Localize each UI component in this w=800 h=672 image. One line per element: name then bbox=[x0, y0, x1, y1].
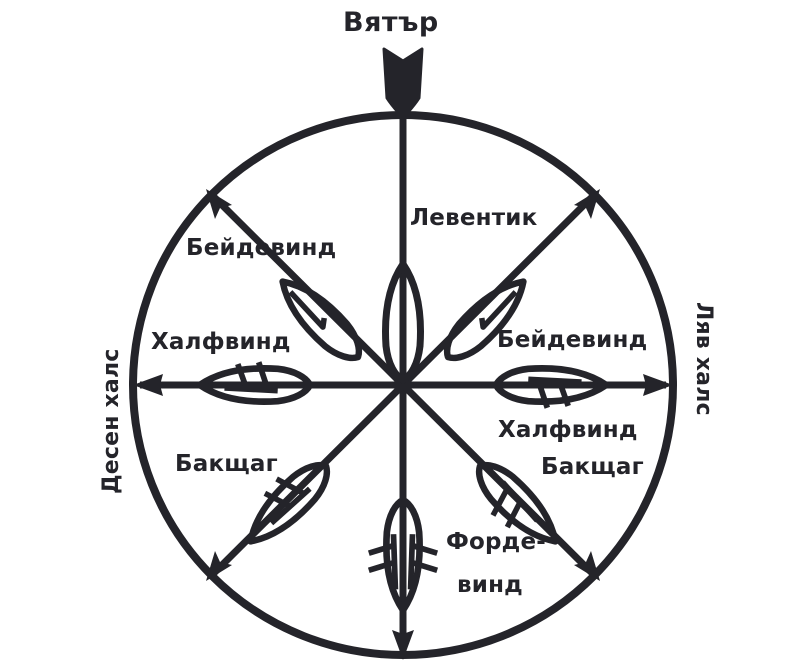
spoke-arrowheads bbox=[133, 189, 673, 660]
spoke-southwest bbox=[210, 382, 406, 577]
boat-broad-reach-left bbox=[232, 448, 337, 553]
boat-broad-reach-right bbox=[462, 455, 567, 560]
arrowhead-southeast bbox=[574, 551, 600, 581]
arrowhead-northwest bbox=[206, 189, 232, 219]
sail bbox=[224, 361, 278, 394]
boat-head-to-wind bbox=[386, 264, 421, 380]
sail bbox=[490, 480, 540, 529]
sails-wing-on-wing bbox=[367, 534, 439, 590]
boat-beam-reach-left bbox=[200, 361, 310, 401]
boat-running bbox=[367, 500, 439, 610]
label-running-line2: винд bbox=[457, 572, 523, 598]
arrowhead-west bbox=[133, 374, 163, 396]
sail bbox=[528, 376, 582, 409]
arrowhead-northeast bbox=[574, 189, 600, 219]
label-close-hauled-left: Бейдевинд bbox=[186, 235, 337, 261]
label-broad-reach-left: Бакщаг bbox=[175, 451, 278, 477]
label-starboard-tack: Десен халс bbox=[99, 348, 124, 494]
label-running-line1: Форде- bbox=[446, 529, 546, 555]
sail bbox=[479, 290, 518, 330]
label-port-tack: Ляв халс bbox=[691, 302, 716, 416]
label-beam-reach-right: Халфвинд bbox=[498, 417, 638, 443]
sail bbox=[263, 476, 312, 526]
arrowhead-southwest bbox=[206, 551, 232, 581]
boat-close-hauled-right bbox=[437, 270, 535, 368]
wind-arrow bbox=[382, 47, 424, 140]
wind-arrow-fletching bbox=[382, 47, 424, 120]
sail bbox=[288, 290, 327, 330]
arrowhead-east bbox=[643, 374, 673, 396]
label-head-to-wind: Левентик bbox=[410, 205, 538, 231]
boat-close-hauled-left bbox=[271, 270, 369, 368]
label-beam-reach-left: Халфвинд bbox=[151, 329, 291, 355]
label-broad-reach-right: Бакщаг bbox=[541, 454, 644, 480]
page-title: Вятър bbox=[343, 7, 439, 38]
boat-beam-reach-right bbox=[496, 368, 606, 409]
label-close-hauled-right: Бейдевинд bbox=[497, 327, 648, 353]
arrowhead-south bbox=[392, 630, 414, 660]
spoke-southeast bbox=[400, 382, 596, 577]
